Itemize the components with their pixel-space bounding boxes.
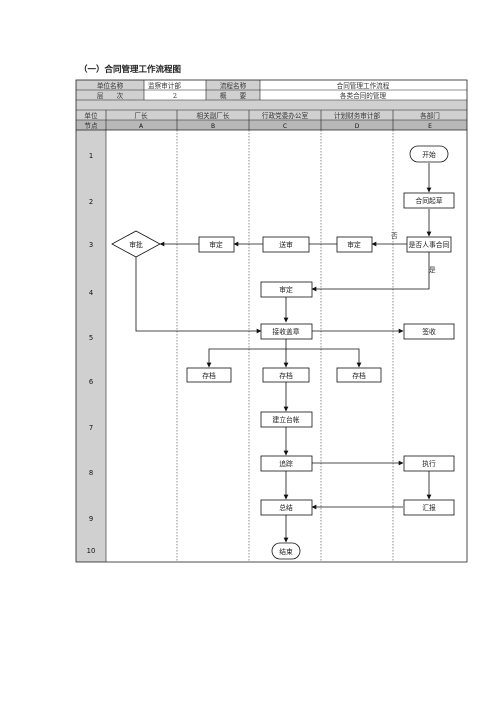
- archive-b-node: [186, 367, 232, 383]
- archive-c-node: [262, 367, 310, 383]
- ledger-node: [260, 411, 313, 428]
- process-name-value: 合同管理工作流程: [337, 81, 390, 90]
- summary-label-node: 总结: [279, 503, 293, 512]
- level-label: 层 次: [97, 91, 124, 100]
- connectors: [135, 163, 432, 543]
- send-node: [262, 236, 310, 253]
- process-name-label: 流程名称: [220, 81, 247, 90]
- header-value-bg-3: [260, 90, 467, 100]
- column-letter-d: D: [355, 123, 360, 130]
- edge-label-yes: 是: [429, 266, 436, 274]
- ledger-label: 建立台帐: [272, 415, 299, 424]
- column-letter-a: A: [139, 123, 144, 130]
- column-role-b: 相关副厂长: [197, 111, 230, 120]
- level-value: 2: [173, 92, 177, 100]
- column-letter-b: B: [211, 123, 215, 130]
- sign-node: [403, 323, 455, 340]
- unit-label: 单位: [84, 111, 98, 120]
- column-letter-c: C: [283, 123, 287, 130]
- column-role-d: 计划财务审计部: [334, 111, 381, 120]
- archive-d-node: [336, 367, 382, 383]
- row-number: 7: [89, 424, 93, 432]
- approve-label: 审批: [129, 240, 143, 249]
- unit-name-value: 监察审计部: [148, 81, 181, 90]
- row-number: 2: [89, 198, 93, 206]
- column-role-a: 厂长: [134, 111, 148, 120]
- row-number: 6: [89, 378, 93, 386]
- column-role-e: 各部门: [420, 111, 440, 120]
- execute-label: 执行: [422, 459, 436, 468]
- review-c-node: [260, 281, 313, 298]
- archive-c-label: 存档: [279, 371, 293, 380]
- report-label: 汇报: [422, 503, 436, 512]
- unit-name-label: 单位名称: [97, 81, 124, 90]
- review-c-label: 审定: [279, 285, 293, 294]
- row-number: 1: [89, 152, 93, 160]
- review-d-label: 审定: [347, 240, 361, 249]
- row-number: 9: [89, 515, 93, 523]
- draft-label: 合同起草: [415, 196, 442, 205]
- review-d-node: [336, 236, 373, 253]
- summary-label: 概 要: [220, 91, 247, 100]
- is-personnel-label: 是否人事合同: [409, 240, 450, 249]
- draft-node: [403, 192, 455, 209]
- end-node: [271, 542, 301, 560]
- node-band: [76, 120, 467, 130]
- row-label-column: [76, 130, 106, 562]
- summary-value: 各类合同的管理: [340, 91, 387, 100]
- track-node: [260, 455, 313, 472]
- start-node: [409, 145, 449, 163]
- receive-seal-node: [260, 323, 313, 340]
- archive-d-label: 存档: [352, 371, 366, 380]
- column-role-c: 行政党委办公室: [262, 111, 309, 120]
- summary-node: [260, 499, 313, 516]
- edge-label-no: 否: [391, 232, 398, 240]
- receive-seal-label: 接收盖章: [272, 327, 299, 336]
- table-border: [75, 79, 468, 563]
- node-label: 节点: [84, 122, 98, 130]
- row-number: 10: [87, 547, 96, 555]
- header-value-bg-2: [260, 80, 467, 90]
- send-label: 送审: [279, 240, 293, 249]
- row-number: 4: [89, 289, 93, 297]
- column-letter-e: E: [428, 123, 432, 130]
- execute-node: [403, 455, 455, 472]
- row-number: 8: [89, 469, 93, 477]
- track-label: 追踪: [279, 459, 293, 468]
- is-personnel-node: [406, 236, 452, 253]
- approve-decision: [111, 230, 161, 258]
- diagram-title: （一）合同管理工作流程图: [79, 65, 182, 75]
- report-node: [403, 499, 455, 516]
- sign-label: 签收: [422, 327, 436, 336]
- row-number: 5: [89, 334, 93, 342]
- archive-b-label: 存档: [202, 371, 216, 380]
- review-b-node: [198, 236, 235, 253]
- end-label: 结束: [279, 547, 293, 556]
- row-number: 3: [89, 241, 93, 249]
- review-b-label: 审定: [209, 240, 223, 249]
- start-label: 开始: [422, 150, 436, 159]
